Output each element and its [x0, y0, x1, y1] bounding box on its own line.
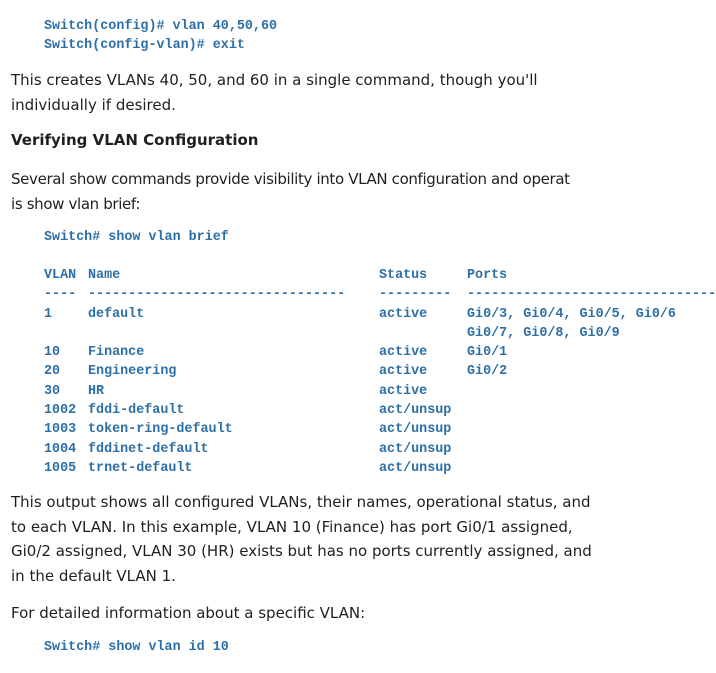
column-header-status: Status — [379, 268, 428, 283]
cell-vlan: 30 — [44, 383, 61, 399]
cell-vlan: 1005 — [44, 460, 77, 476]
cell-name: Finance — [88, 345, 145, 361]
cell-ports: Gi0/1 — [467, 345, 508, 361]
table-row: 10 Finance active Gi0/1 — [44, 343, 507, 362]
code-block-vlan-create: Switch(config)# vlan 40,50,60 Switch(con… — [44, 17, 277, 56]
paragraph-line: individually if desired. — [11, 95, 176, 114]
paragraph-vlan-create: This creates VLANs 40, 50, and 60 in a s… — [11, 68, 651, 117]
paragraph-line: This output shows all configured VLANs, … — [11, 493, 591, 511]
cell-vlan: 20 — [44, 364, 61, 380]
paragraph-line: in the default VLAN 1. — [11, 566, 176, 585]
table-row: 1004 fddinet-default act/unsup — [44, 440, 451, 459]
paragraph-line: to each VLAN. In this example, VLAN 10 (… — [11, 517, 573, 536]
cell-vlan: 1004 — [44, 441, 77, 457]
cell-vlan: 1 — [44, 306, 53, 322]
paragraph-show-commands: Several show commands provide visibility… — [11, 167, 651, 216]
cell-status: active — [379, 306, 428, 322]
cell-vlan: 1002 — [44, 403, 77, 419]
cell-name: fddi-default — [88, 403, 185, 419]
cell-status: act/unsup — [379, 403, 452, 419]
cell-ports: Gi0/7, Gi0/8, Gi0/9 — [467, 325, 620, 341]
code-line: Switch(config-vlan)# exit — [44, 38, 245, 54]
cell-name: Engineering — [88, 364, 177, 380]
section-heading: Verifying VLAN Configuration — [11, 131, 259, 149]
cell-status: active — [379, 364, 428, 380]
table-row: 1005 trnet-default act/unsup — [44, 459, 451, 478]
table-row: 20 Engineering active Gi0/2 — [44, 362, 507, 381]
cell-status: act/unsup — [379, 460, 452, 476]
table-separator-row: ---- -------------------------------- --… — [44, 285, 716, 304]
cell-status: active — [379, 345, 428, 361]
paragraph-line: This creates VLANs 40, 50, and 60 in a s… — [11, 71, 538, 89]
column-header-ports: Ports — [467, 268, 508, 283]
table-row: 1003 token-ring-default act/unsup — [44, 420, 451, 439]
cell-status: act/unsup — [379, 441, 452, 457]
paragraph-detailed-info: For detailed information about a specifi… — [11, 604, 366, 622]
table-row: 1002 fddi-default act/unsup — [44, 401, 451, 420]
table-row: 1 default active Gi0/3, Gi0/4, Gi0/5, Gi0/6 — [44, 305, 676, 324]
paragraph-line: Several show commands provide visibility… — [11, 170, 570, 188]
cell-name: default — [88, 306, 145, 322]
cell-name: token-ring-default — [88, 422, 233, 438]
paragraph-output-explanation: This output shows all configured VLANs, … — [11, 490, 651, 588]
vlan-brief-output: VLAN Name Status Ports ---- ------------… — [44, 266, 716, 479]
column-header-vlan: VLAN — [44, 268, 77, 283]
table-row: Gi0/7, Gi0/8, Gi0/9 — [44, 324, 620, 343]
table-header-row: VLAN Name Status Ports — [44, 266, 507, 285]
table-row: 30 HR active — [44, 382, 427, 401]
cell-name: trnet-default — [88, 460, 193, 476]
code-line: Switch(config)# vlan 40,50,60 — [44, 19, 278, 34]
paragraph-line: Gi0/2 assigned, VLAN 30 (HR) exists but … — [11, 542, 592, 560]
cell-vlan: 10 — [44, 345, 61, 361]
paragraph-line: is show vlan brief: — [11, 194, 141, 213]
separator: -------------------------------- — [88, 287, 346, 303]
cell-status: act/unsup — [379, 422, 452, 438]
code-block-show-vlan-id: Switch# show vlan id 10 — [44, 640, 229, 655]
column-header-name: Name — [88, 268, 121, 283]
separator: ---- — [44, 287, 77, 303]
document-page: Switch(config)# vlan 40,50,60 Switch(con… — [11, 17, 716, 655]
separator: ------------------------------- — [467, 287, 716, 303]
table-body: 1 default active Gi0/3, Gi0/4, Gi0/5, Gi0/6… — [44, 305, 676, 479]
cell-vlan: 1003 — [44, 422, 77, 438]
cell-ports: Gi0/2 — [467, 364, 508, 380]
cell-name: fddinet-default — [88, 441, 209, 457]
cell-status: active — [379, 383, 428, 399]
cell-name: HR — [88, 383, 105, 399]
code-block-show-vlan-brief: Switch# show vlan brief — [44, 230, 229, 245]
separator: --------- — [379, 287, 452, 303]
cell-ports: Gi0/3, Gi0/4, Gi0/5, Gi0/6 — [467, 306, 676, 322]
